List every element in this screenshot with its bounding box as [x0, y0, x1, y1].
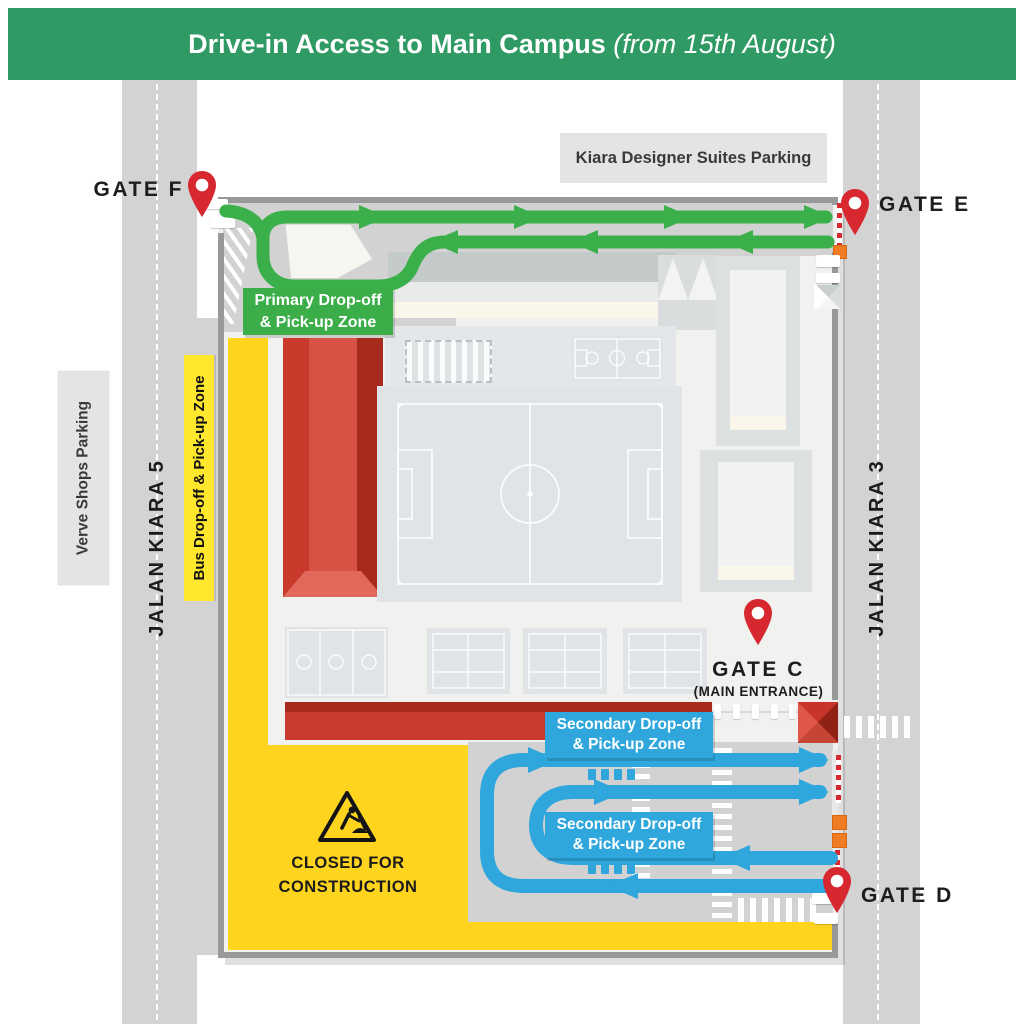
basketball-courts-pad: [285, 627, 388, 698]
barrier-gate-e: [837, 203, 842, 245]
basketball-courts-lines: [287, 629, 386, 696]
verve-parking-label: Verve Shops Parking: [57, 370, 110, 586]
secondary-route-arrows: [528, 747, 829, 899]
road-left-center-line: [156, 84, 158, 1020]
crosswalk-gate-d: [738, 898, 818, 922]
gate-c-text: GATE C: [712, 658, 805, 681]
building-main-roof: [388, 252, 676, 282]
gate-e-label: GATE E: [879, 193, 999, 217]
gate-e-text: GATE E: [879, 193, 971, 216]
secondary-dropoff-label-1: Secondary Drop-off & Pick-up Zone: [545, 712, 713, 758]
gate-f-text: GATE F: [93, 178, 184, 201]
construction-zone-strip: [228, 922, 833, 950]
construction-label: CLOSED FOR CONSTRUCTION: [262, 852, 434, 900]
secondary-dropoff-label-2: Secondary Drop-off & Pick-up Zone: [545, 812, 713, 858]
fence-post-2: [733, 704, 740, 719]
secondary-dropoff-bays: [588, 769, 635, 874]
kiara-parking-label: Kiara Designer Suites Parking: [560, 133, 827, 183]
crosswalk-road-gate-c: [844, 716, 915, 738]
building-tall-south-eave: [718, 566, 794, 580]
building-main-apron: [390, 302, 674, 318]
construction-zone-block: [228, 745, 468, 950]
header-banner: Drive-in Access to Main Campus (from 15t…: [8, 8, 1016, 80]
barrier-gate-d: [835, 850, 840, 876]
road-jalan-kiara-3: [843, 80, 920, 1024]
construction-zone-column: [228, 338, 268, 750]
secondary2-line1: Secondary Drop-off: [556, 815, 702, 833]
gate-motor-gate-c-2: [832, 833, 847, 848]
football-field-lines: [397, 403, 663, 585]
primary-dropoff-label: Primary Drop-off & Pick-up Zone: [243, 288, 393, 335]
verve-parking-text: Verve Shops Parking: [74, 400, 92, 556]
primary-route-arrows: [359, 205, 832, 254]
gate-d-text: GATE D: [861, 884, 954, 907]
guard-booth-gate-e-2: [816, 273, 840, 283]
guard-booth-gate-e-1: [816, 255, 840, 267]
campus-wall-left: [218, 233, 224, 958]
bus-dropoff-label: Bus Drop-off & Pick-up Zone: [184, 355, 214, 601]
guard-booth-gate-d-1: [812, 893, 836, 904]
primary-route-green: [219, 204, 835, 293]
primary-line1: Primary Drop-off: [254, 292, 382, 310]
building-tall-north-roof-ridge: [730, 270, 786, 430]
gate-f-label: GATE F: [92, 178, 184, 202]
basketball-court-top-lines: [574, 338, 661, 379]
fence-post-4: [771, 704, 778, 719]
road-name-jalan-kiara-5: JALAN KIARA 5: [144, 448, 170, 648]
gate-motor-gate-c-1: [832, 815, 847, 830]
kiosk-gate-e: [814, 285, 842, 309]
fence-post-1: [714, 704, 721, 719]
primary-line2: & Pick-up Zone: [259, 313, 377, 331]
guard-booth-gate-f-1: [206, 199, 228, 209]
building-red-hall: [283, 338, 383, 597]
campus-wall-top: [218, 197, 838, 203]
construction-line2: CONSTRUCTION: [278, 877, 418, 896]
page-title: Drive-in Access to Main Campus: [188, 28, 606, 59]
secondary2-line2: & Pick-up Zone: [572, 836, 686, 853]
gate-c-label: GATE C (MAIN ENTRANCE): [686, 658, 831, 699]
building-main-block: [388, 252, 676, 318]
building-tall-north: [716, 256, 800, 446]
building-gabled-annex: [658, 255, 718, 330]
campus-wall-right-upper: [832, 197, 838, 205]
secondary1-line1: Secondary Drop-off: [556, 715, 702, 733]
map-pin-icon-gate-c: [744, 599, 772, 645]
gate-c-sublabel-text: (MAIN ENTRANCE): [693, 684, 824, 699]
road-right-center-line: [877, 84, 879, 1020]
building-tall-south: [700, 450, 812, 592]
jalan-kiara-5-text: JALAN KIARA 5: [145, 459, 168, 637]
bus-dropoff-text: Bus Drop-off & Pick-up Zone: [190, 375, 208, 581]
secondary1-line2: & Pick-up Zone: [572, 736, 686, 753]
tennis-courts-lines: [432, 633, 702, 689]
jalan-kiara-3-text: JALAN KIARA 3: [865, 459, 888, 637]
gate-d-label: GATE D: [861, 884, 981, 908]
fence-post-3: [752, 704, 759, 719]
barrier-gate-c-exit: [836, 755, 841, 803]
road-name-jalan-kiara-3: JALAN KIARA 3: [864, 448, 890, 648]
kiara-parking-text: Kiara Designer Suites Parking: [575, 148, 812, 167]
map-pin-icon-gate-e: [841, 189, 869, 235]
building-red-row-roof: [285, 702, 712, 712]
guard-booth-gate-d-2: [814, 913, 838, 924]
page-subtitle: (from 15th August): [605, 28, 836, 59]
building-tall-south-roof-ridge: [718, 462, 794, 580]
campus-fence-right: [832, 750, 838, 860]
assembly-area-dashed: [405, 340, 492, 383]
building-tall-north-eave: [730, 416, 786, 430]
construction-warning-icon: [318, 791, 376, 842]
campus-wall-right-lower: [832, 918, 838, 958]
fence-post-5: [789, 704, 796, 719]
guard-booth-gate-f-2: [210, 216, 235, 228]
construction-line1: CLOSED FOR: [291, 854, 405, 872]
map-pin-icon-gate-d: [823, 867, 851, 913]
campus-wall-bottom: [218, 952, 838, 958]
guard-house-gate-c: [798, 702, 838, 743]
map-pin-icon-gate-f: [188, 171, 216, 217]
campus-wall-right: [832, 252, 838, 700]
